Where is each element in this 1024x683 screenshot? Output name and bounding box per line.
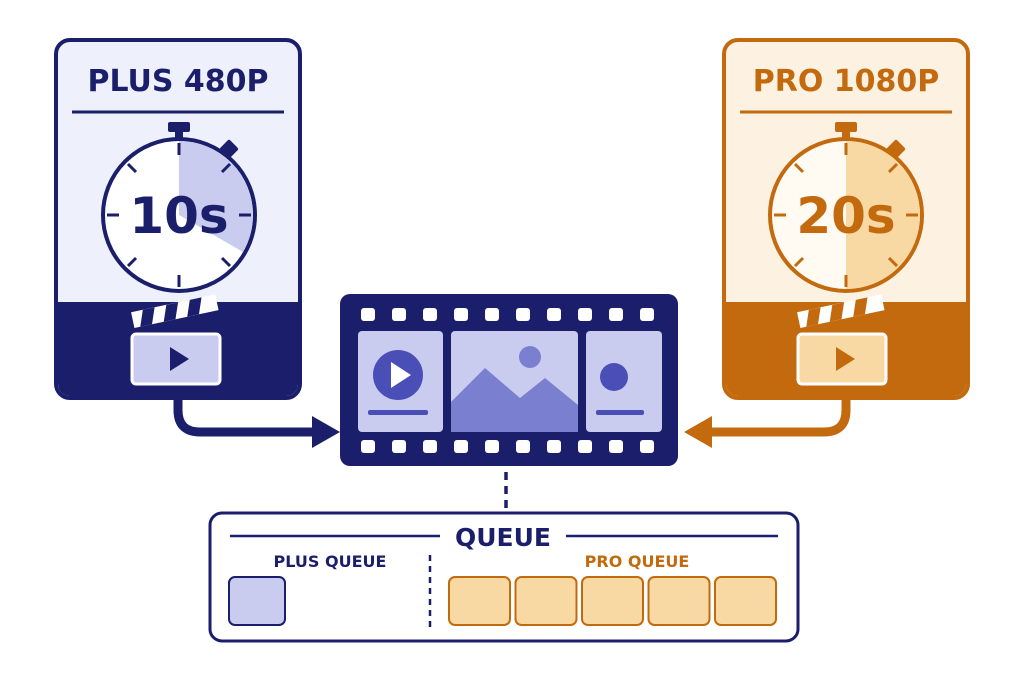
queue-panel: QUEUE PLUS QUEUE PRO QUEUE [208, 511, 800, 643]
pro-queue-item [514, 576, 578, 626]
film-holes-bottom [361, 440, 654, 453]
pro-queue-item [714, 576, 777, 626]
film-hole [578, 308, 592, 321]
film-holes-top [361, 308, 654, 321]
play-icon [170, 347, 189, 371]
pro-queue-label: PRO QUEUE [585, 552, 690, 571]
film-hole [609, 308, 623, 321]
pro-queue-item [647, 576, 711, 626]
plus-queue-item [228, 576, 286, 626]
play-icon [391, 362, 411, 388]
pro-queue-item [581, 576, 644, 626]
pro-card-title: PRO 1080P [753, 64, 940, 99]
pro-queue-item [448, 576, 511, 626]
play-icon [836, 347, 855, 371]
pro-timer-elapsed [846, 141, 920, 289]
film-hole [423, 308, 437, 321]
film-hole [516, 440, 530, 453]
pro-arrow [684, 398, 851, 448]
film-hole [392, 308, 406, 321]
film-hole [640, 308, 654, 321]
film-hole [516, 308, 530, 321]
film-hole [547, 440, 561, 453]
pro-card: PRO 1080P 20s [722, 38, 970, 400]
plus-queue-items [228, 576, 286, 626]
pro-duration: 20s [796, 187, 895, 245]
film-frame-profile [586, 331, 662, 432]
film-hole [361, 440, 375, 453]
film-hole [423, 440, 437, 453]
film-strip-icon [340, 294, 678, 466]
film-frame-video [358, 331, 443, 432]
clapperboard-icon [796, 294, 888, 386]
plus-arrow [173, 398, 340, 448]
film-hole [547, 308, 561, 321]
clapperboard-icon [130, 294, 222, 386]
plus-timer-elapsed [179, 141, 253, 252]
film-hole [454, 308, 468, 321]
film-hole [454, 440, 468, 453]
plus-queue-label: PLUS QUEUE [274, 552, 387, 571]
stopwatch-icon [101, 122, 257, 293]
stopwatch-icon [768, 122, 924, 293]
plus-duration: 10s [129, 187, 228, 245]
film-hole [392, 440, 406, 453]
plus-card: PLUS 480P 10s [54, 38, 302, 400]
pro-queue-items [448, 576, 777, 626]
film-hole [485, 440, 499, 453]
film-hole [361, 308, 375, 321]
film-hole [609, 440, 623, 453]
film-hole [640, 440, 654, 453]
queue-title: QUEUE [455, 523, 551, 552]
film-hole [578, 440, 592, 453]
plus-card-title: PLUS 480P [87, 64, 268, 99]
image-icon [451, 331, 578, 432]
film-hole [485, 308, 499, 321]
